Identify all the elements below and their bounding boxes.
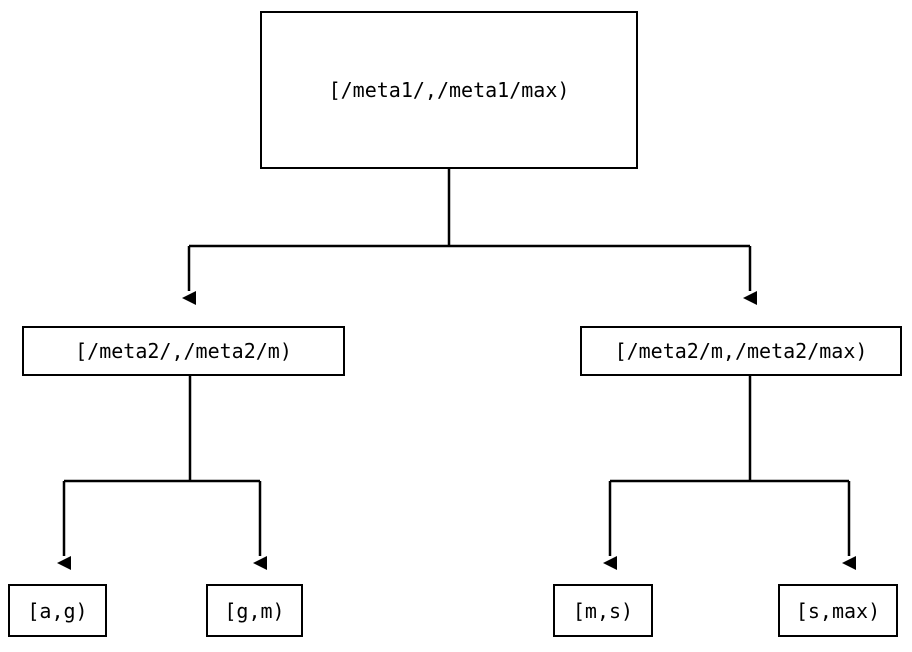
tree-node-leaf-gm[interactable]: [g,m): [206, 584, 303, 637]
tree-node-mid-right-label: [/meta2/m,/meta2/max): [614, 339, 868, 363]
tree-node-mid-right[interactable]: [/meta2/m,/meta2/max): [580, 326, 902, 376]
tree-node-root[interactable]: [/meta1/,/meta1/max): [260, 11, 638, 169]
tree-node-root-label: [/meta1/,/meta1/max): [328, 78, 570, 102]
tree-node-leaf-ms-label: [m,s): [572, 598, 634, 623]
edge-mid-left-to-leaves: [57, 376, 267, 570]
tree-node-leaf-ag[interactable]: [a,g): [8, 584, 107, 637]
tree-node-leaf-ag-label: [a,g): [27, 598, 88, 623]
tree-node-leaf-ms[interactable]: [m,s): [553, 584, 653, 637]
tree-node-leaf-smax[interactable]: [s,max): [778, 584, 898, 637]
tree-node-mid-left-label: [/meta2/,/meta2/m): [75, 339, 292, 363]
tree-node-mid-left[interactable]: [/meta2/,/meta2/m): [22, 326, 345, 376]
edge-root-to-mid-level: [182, 169, 757, 305]
edge-mid-right-to-leaves: [603, 376, 856, 570]
tree-node-leaf-gm-label: [g,m): [224, 598, 285, 623]
tree-node-leaf-smax-label: [s,max): [795, 598, 881, 623]
